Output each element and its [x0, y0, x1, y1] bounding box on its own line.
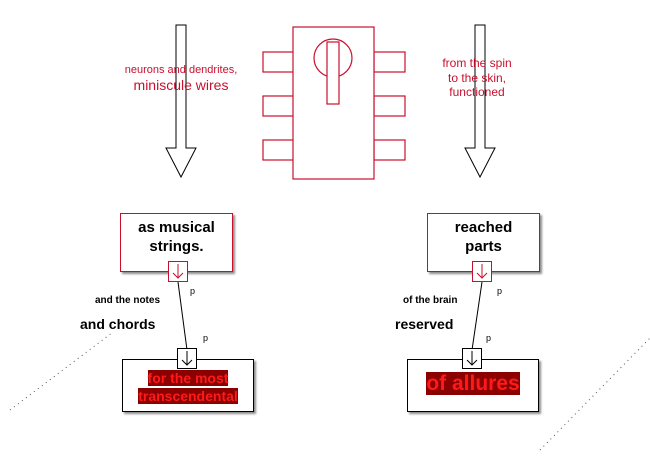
right-port-label-bottom: p: [486, 333, 492, 343]
left-edge-label-2: and chords: [80, 316, 156, 332]
left-port-label-bottom: p: [203, 333, 209, 343]
right-bottom-port-arrow-icon: [466, 351, 478, 366]
right-top-port-arrow-icon: [476, 264, 488, 279]
right-down-arrow: [464, 24, 496, 179]
left-top-box-line2: strings.: [149, 238, 204, 255]
left-dotted-line: [9, 331, 114, 411]
right-bottom-port[interactable]: [462, 348, 482, 369]
right-top-port[interactable]: [472, 261, 492, 282]
right-top-label-line3: functioned: [449, 85, 505, 100]
left-edge-label-1: and the notes: [95, 295, 161, 306]
left-top-label-line1: neurons and dendrites,: [124, 64, 238, 76]
right-top-label-line1: from the spin: [442, 56, 512, 70]
right-dotted-line: [539, 337, 650, 451]
left-top-port[interactable]: [168, 261, 188, 282]
left-bottom-port[interactable]: [177, 348, 197, 369]
right-connector-line: [471, 281, 483, 351]
right-top-label: from the spin to the skin, functioned: [412, 56, 542, 100]
right-top-box-line2: parts: [465, 238, 502, 255]
left-top-port-arrow-icon: [172, 264, 184, 279]
left-port-label-top: p: [190, 286, 196, 296]
right-edge-label-1: of the brain: [403, 295, 458, 306]
right-bottom-box[interactable]: of allures: [407, 359, 539, 412]
left-bottom-port-arrow-icon: [181, 351, 193, 366]
left-bottom-box-line1: for the most: [147, 370, 229, 386]
chip-icon: [262, 26, 406, 180]
right-top-label-line2: to the skin,: [447, 70, 507, 85]
left-connector-line: [177, 281, 188, 351]
left-top-label-line2: miniscule wires: [133, 77, 229, 94]
left-bottom-box-line2: transcendental: [138, 388, 238, 404]
right-edge-label-2: reserved: [395, 316, 454, 332]
left-top-label: neurons and dendrites, miniscule wires: [96, 64, 266, 94]
right-top-box-line1: reached: [454, 219, 513, 236]
left-top-box-line1: as musical: [138, 219, 215, 236]
right-port-label-top: p: [497, 286, 503, 296]
right-bottom-box-text: of allures: [426, 372, 520, 395]
left-top-box[interactable]: as musical strings.: [120, 213, 233, 272]
left-down-arrow: [165, 24, 197, 179]
